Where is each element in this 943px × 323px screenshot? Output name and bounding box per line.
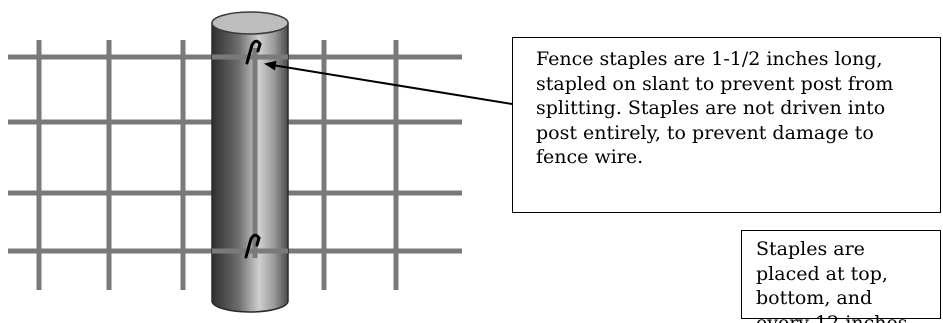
staple-spacing-callout: Staples are placed at top, bottom, and e… [741, 230, 941, 323]
fence-post [211, 11, 289, 313]
staple-icon [245, 39, 262, 65]
vertical-wires [36, 40, 399, 290]
staple-icon [244, 233, 261, 259]
fence-post-top [211, 11, 289, 35]
arrow-icon [264, 60, 513, 105]
staple-detail-callout: Fence staples are 1-1/2 inches long, sta… [512, 37, 941, 213]
